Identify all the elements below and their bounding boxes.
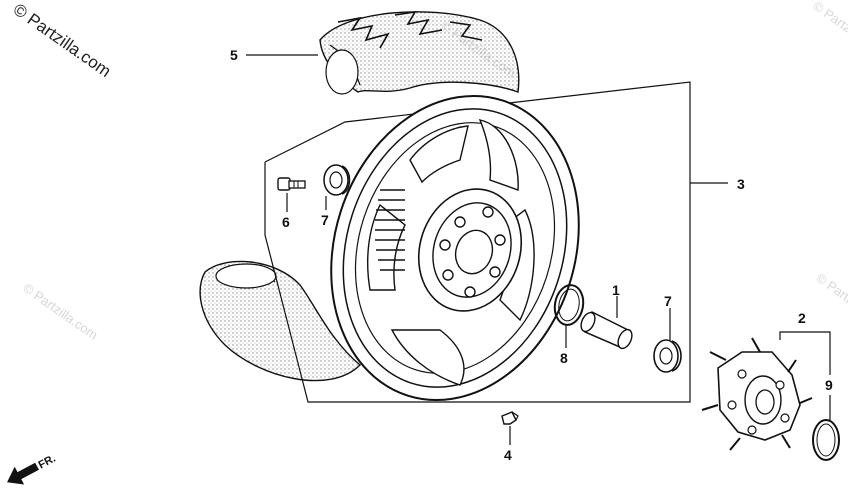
callout-1: 1 [612,282,620,298]
callout-2: 2 [798,310,806,326]
callout-5: 5 [230,47,238,63]
assembly-box-outline [264,81,691,403]
watermark-faint-4: © Partzilla.com [810,0,848,61]
spacer-collar [580,310,633,350]
front-direction-arrow: FR. [7,453,58,485]
callout-8: 8 [560,350,568,366]
watermark-faint-3: © Partzilla.com [813,270,848,333]
callout-7-upper: 7 [321,212,329,228]
o-ring-8 [553,284,585,326]
bearing-upper [323,164,351,196]
leader-lines [246,54,831,445]
callout-3: 3 [737,176,745,192]
watermark-faint-2: © Partzilla.com [20,280,100,343]
wheel-hub [417,188,523,312]
valve-bolt [277,177,306,191]
fr-label: FR. [36,453,57,472]
o-ring-9 [812,419,840,461]
callout-7-lower: 7 [664,293,672,309]
callout-4: 4 [504,447,512,463]
balance-weight [501,411,519,425]
driven-flange [701,337,813,451]
callout-9: 9 [825,377,833,393]
bearing-lower [653,339,682,373]
tire-upper-section [319,10,520,95]
callout-6: 6 [282,214,290,230]
watermark-main: © Partzilla.com [10,0,115,81]
callout-labels: 5 3 6 7 1 7 8 4 2 9 [230,47,833,463]
